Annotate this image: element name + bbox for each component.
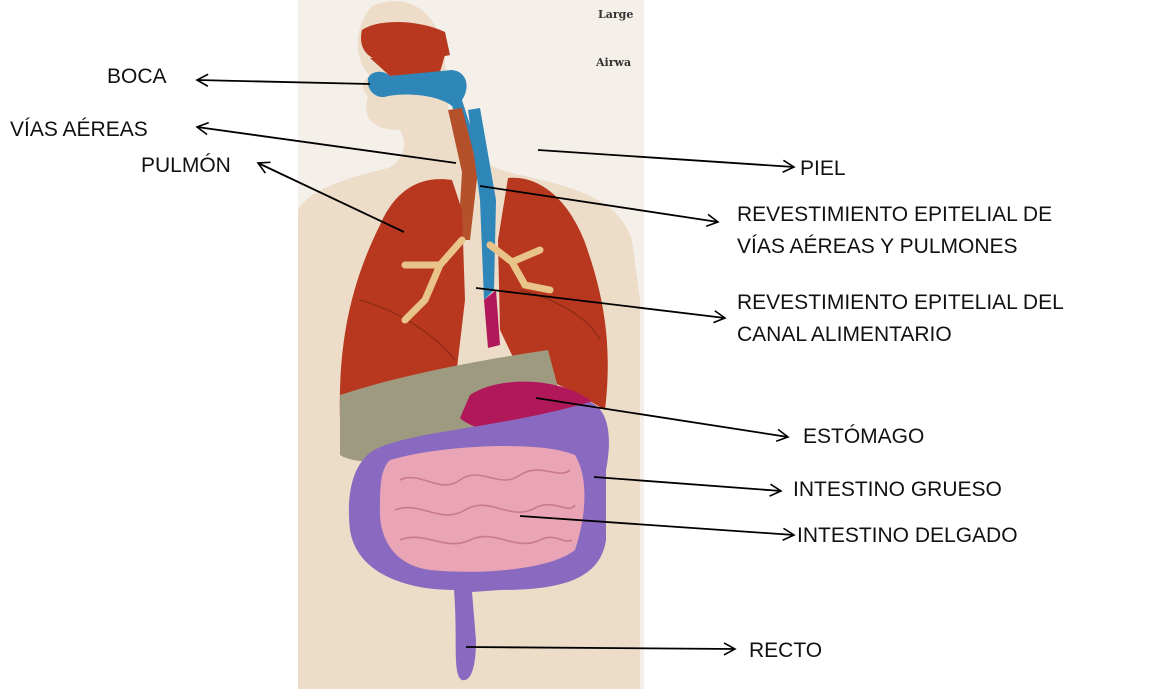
label-intestino-grueso: INTESTINO GRUESO <box>793 477 1002 503</box>
label-rev-vias-line1: REVESTIMIENTO EPITELIAL DE <box>737 202 1052 228</box>
source-label-airway: Airwa <box>596 56 631 69</box>
small-intestine <box>380 446 585 572</box>
source-label-large: Large <box>598 8 633 21</box>
label-estomago: ESTÓMAGO <box>803 424 924 450</box>
label-rev-canal-line2: CANAL ALIMENTARIO <box>737 322 952 348</box>
label-intestino-delgado: INTESTINO DELGADO <box>797 523 1018 549</box>
label-vias-aereas: VÍAS AÉREAS <box>10 117 148 143</box>
label-rev-vias-line2: VÍAS AÉREAS Y PULMONES <box>737 234 1018 260</box>
label-pulmon: PULMÓN <box>141 153 231 179</box>
label-recto: RECTO <box>749 638 822 664</box>
label-rev-canal-line1: REVESTIMIENTO EPITELIAL DEL <box>737 290 1064 316</box>
label-piel: PIEL <box>800 156 846 182</box>
label-boca: BOCA <box>107 64 167 90</box>
